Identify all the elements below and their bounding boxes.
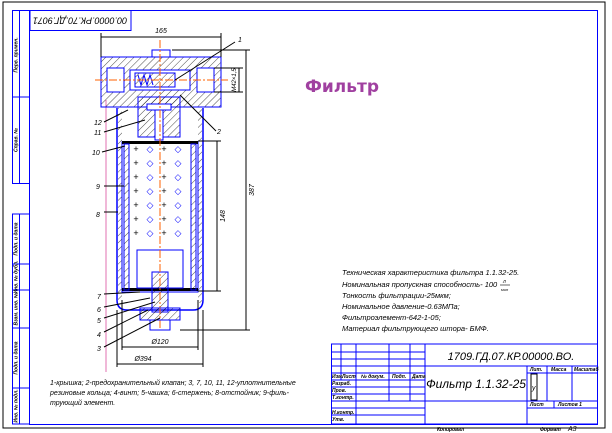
flow-unit-num: л bbox=[502, 279, 506, 285]
callout-4: 4 bbox=[97, 332, 101, 339]
dim-outer-diameter: Ø394 bbox=[133, 356, 151, 363]
outer-frame bbox=[2, 1, 606, 429]
doc-code: 1709.ГД.07.КР.00000.ВО. bbox=[448, 351, 575, 363]
dim-width: 165 bbox=[155, 28, 167, 35]
strip-label: Инв. № подл. bbox=[14, 389, 20, 422]
filter-media-mark: + bbox=[133, 144, 138, 154]
filter-section-view: + ◇ + ◇ + ◇ + ◇ + ◇ + ◇ + ◇ + ◇ + ◇ + ◇ + ◇ + ◇ + ◇ + ◇ bbox=[92, 28, 256, 372]
role-label: Т.контр. bbox=[332, 395, 354, 401]
filter-media-mark: ◇ bbox=[175, 228, 182, 238]
dim-inner-diameter: Ø120 bbox=[150, 339, 168, 346]
callout-7: 7 bbox=[97, 294, 102, 301]
role-label: Пров. bbox=[332, 388, 346, 394]
filter-media-mark: ◇ bbox=[147, 158, 154, 168]
callout-1: 1 bbox=[238, 37, 242, 44]
spec-line: Номинальная пропускная способность- 100 bbox=[342, 280, 498, 289]
legend-line: трующий элемент. bbox=[50, 399, 115, 407]
filter-media-mark: + bbox=[133, 158, 138, 168]
scale-label: Масштаб bbox=[574, 366, 599, 373]
stamp-code: 00.0000.РК.70.ДГ.9071 bbox=[33, 16, 127, 26]
filter-media-mark: ◇ bbox=[147, 214, 154, 224]
callout-3: 3 bbox=[97, 346, 101, 353]
callout-8: 8 bbox=[96, 212, 100, 219]
filter-media-mark: + bbox=[161, 228, 166, 238]
sheets-label: Листов 1 bbox=[557, 402, 582, 408]
filter-media-mark: + bbox=[161, 214, 166, 224]
filter-media-mark: ◇ bbox=[147, 172, 154, 182]
col-header: Дата bbox=[411, 374, 426, 380]
legend-line: 1-крышка; 2-предохранительный клапан; 3,… bbox=[50, 379, 296, 387]
filter-media-mark: + bbox=[133, 228, 138, 238]
mass-label: Масса bbox=[551, 367, 567, 373]
filter-media-mark: ◇ bbox=[147, 186, 154, 196]
filter-media-mark: ◇ bbox=[147, 200, 154, 210]
filter-media-mark: + bbox=[161, 200, 166, 210]
filter-media-mark: + bbox=[161, 186, 166, 196]
callout-10: 10 bbox=[92, 150, 100, 157]
col-header: Подп. bbox=[392, 374, 406, 380]
dim-height: 387 bbox=[249, 183, 256, 196]
product-name: Фильтр 1.1.32-25 bbox=[426, 377, 526, 391]
filter-media-mark: ◇ bbox=[175, 158, 182, 168]
technical-specs: Техническая характеристика фильтра 1.1.3… bbox=[342, 268, 519, 333]
title-block: 1709.ГД.07.КР.00000.ВО. Фильтр 1.1.32-25… bbox=[331, 343, 599, 425]
drawing-title: Фильтр bbox=[305, 77, 379, 97]
filter-media-mark: ◇ bbox=[175, 144, 182, 154]
filter-media-mark: ◇ bbox=[147, 228, 154, 238]
role-label: Н.контр. bbox=[332, 410, 355, 416]
dim-thread: М42×1,5 bbox=[232, 68, 238, 92]
callout-11: 11 bbox=[94, 130, 101, 137]
col-header: № докум. bbox=[361, 374, 385, 380]
col-header: Изм. bbox=[332, 374, 343, 380]
filter-media-mark: ◇ bbox=[147, 144, 154, 154]
strip-label: Взам. инв. № bbox=[14, 292, 20, 325]
callout-12: 12 bbox=[94, 120, 102, 127]
strip-label: Подп. и дата bbox=[14, 341, 20, 374]
filter-media-mark: + bbox=[133, 186, 138, 196]
spec-line: Фильтроэлемент-642-1-05; bbox=[342, 313, 441, 322]
callout-5: 5 bbox=[97, 318, 101, 325]
spec-line: Материал фильтрующего штора- БМФ. bbox=[342, 324, 489, 333]
filter-media-mark: + bbox=[133, 200, 138, 210]
legend-line: резиновые кольца; 4-винт; 5-чашка; 6-сте… bbox=[49, 389, 290, 397]
spec-line: Номинальное давление-0.63МПа; bbox=[342, 302, 460, 311]
parts-legend: 1-крышка; 2-предохранительный клапан; 3,… bbox=[49, 379, 296, 407]
format-value: A3 bbox=[567, 426, 577, 433]
strip-label: Подп. и дата bbox=[14, 222, 20, 255]
rotated-stamp: 00.0000.РК.70.ДГ.9071 bbox=[29, 10, 132, 31]
col-header: Лист bbox=[341, 374, 356, 380]
flow-unit-den: мин bbox=[501, 287, 509, 292]
lit-label: Лит. bbox=[529, 367, 542, 373]
callout-2: 2 bbox=[216, 129, 221, 136]
side-strip: Перв. примен. Справ. № Подп. и дата Инв.… bbox=[12, 10, 30, 425]
spec-line: Тонкость фильтрации-25мкм; bbox=[342, 291, 451, 300]
sheet-label: Лист bbox=[529, 402, 544, 408]
filter-media-mark: + bbox=[133, 172, 138, 182]
filter-media-mark: + bbox=[161, 158, 166, 168]
copied-label: Копировал bbox=[437, 427, 465, 433]
strip-label: Справ. № bbox=[14, 128, 20, 152]
filter-media-mark: ◇ bbox=[175, 214, 182, 224]
callout-9: 9 bbox=[96, 184, 100, 191]
format-label: Формат bbox=[540, 427, 561, 433]
role-label: Разраб. bbox=[332, 380, 351, 387]
lit-value: у bbox=[531, 385, 536, 392]
strip-label: Перв. примен. bbox=[14, 37, 20, 72]
callout-6: 6 bbox=[97, 307, 101, 314]
role-label: Утв. bbox=[332, 417, 344, 423]
filter-media-mark: ◇ bbox=[175, 200, 182, 210]
dim-element-height: 148 bbox=[220, 210, 227, 222]
filter-media-mark: + bbox=[161, 172, 166, 182]
strip-label: Инв. № дубл. bbox=[13, 261, 20, 294]
filter-media-mark: + bbox=[161, 144, 166, 154]
filter-media-mark: ◇ bbox=[175, 172, 182, 182]
filter-media-mark: + bbox=[133, 214, 138, 224]
spec-line: Техническая характеристика фильтра 1.1.3… bbox=[342, 268, 519, 277]
filter-media-mark: ◇ bbox=[175, 186, 182, 196]
